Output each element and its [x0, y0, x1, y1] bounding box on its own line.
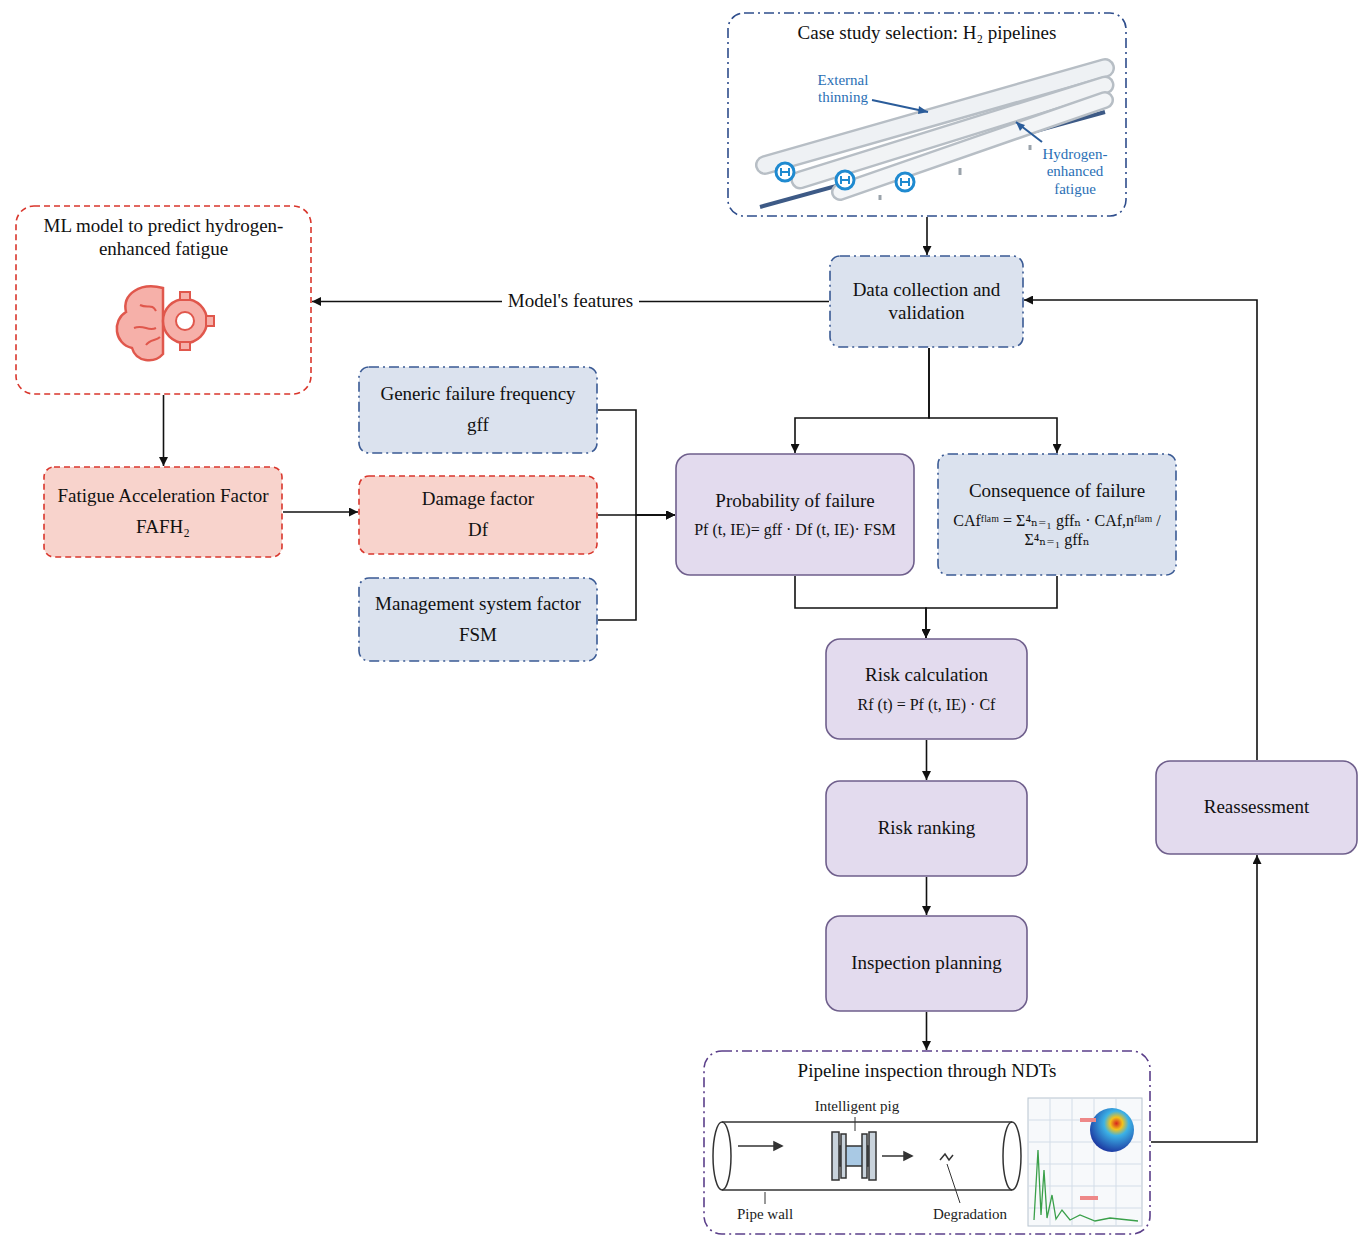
connector-arrow [795, 576, 926, 638]
box-title: Consequence of failure [969, 480, 1145, 503]
ml-model-box: ML model to predict hydrogen-enhanced fa… [15, 205, 312, 395]
box-detail: CAfᶠˡᵃᵐ = Σ⁴ₙ₌₁ gffₙ · CAf,nᶠˡᵃᵐ / Σ⁴ₙ₌₁… [949, 511, 1165, 549]
box-border [359, 476, 597, 554]
box-detail: Pf (t, IE)= gff · Df (t, IE)· FSM [694, 520, 896, 539]
box-title: Case study selection: H₂ pipelines [798, 22, 1057, 45]
box-detail: Rf (t) = Pf (t, IE) · Cf [858, 695, 996, 714]
box-title: Inspection planning [851, 952, 1001, 975]
box-border [938, 454, 1176, 575]
connector-arrow [163, 395, 165, 466]
box-outline [43, 466, 283, 558]
box-border [826, 639, 1027, 739]
box-detail: Df [468, 519, 488, 542]
connector-arrow [598, 410, 675, 515]
ndt-pig-illustration [713, 1117, 1021, 1204]
connector-arrow [926, 217, 928, 255]
box-border [359, 578, 597, 661]
ml-brain-icon [117, 286, 214, 360]
box-border [16, 206, 311, 394]
connector-arrow [926, 1012, 928, 1050]
edge-label: Model's features [502, 290, 639, 313]
formula-box: Risk calculation Rf (t) = Pf (t, IE) · Cf [825, 638, 1028, 740]
factor-box: Fatigue Acceleration FactorFAFH₂ [43, 466, 283, 558]
box-detail: gff [467, 414, 489, 437]
box-border [728, 13, 1126, 216]
box-border [826, 781, 1027, 876]
box-title: Risk ranking [878, 817, 976, 840]
formula-box: Consequence of failureCAfᶠˡᵃᵐ = Σ⁴ₙ₌₁ gf… [937, 453, 1177, 576]
part-label: External thinning [808, 72, 878, 107]
connector-arrow [926, 576, 1057, 638]
box-detail: FAFH₂ [136, 516, 190, 539]
input-box: Generic failure frequency gff [358, 366, 598, 454]
box-border [1156, 761, 1357, 854]
connector-arrow [926, 877, 928, 915]
ndt-signal-chart [1028, 1098, 1142, 1226]
part-label: Intelligent pig [812, 1098, 902, 1115]
process-box: Data collection and validation [829, 255, 1024, 348]
process-box: Inspection planning [825, 915, 1028, 1012]
box-title: Fatigue Acceleration Factor [57, 485, 268, 508]
box-title: Management system factor [375, 593, 581, 616]
connector-arrow [926, 740, 928, 780]
box-border [826, 916, 1027, 1011]
part-label: Degradation [925, 1206, 1015, 1223]
box-border [704, 1051, 1150, 1234]
box-outline [358, 366, 598, 454]
factor-box: Damage factorDf [358, 475, 598, 555]
process-box: Reassessment [1155, 760, 1358, 855]
input-box: Management system factorFSM [358, 577, 598, 662]
box-title: ML model to predict hydrogen-enhanced fa… [27, 215, 300, 261]
connector-arrow [283, 511, 358, 513]
part-label: Hydrogen-enhanced fatigue [1036, 146, 1114, 198]
box-title: Data collection and validation [841, 279, 1012, 325]
box-title: Generic failure frequency [380, 383, 575, 406]
part-label: Pipe wall [730, 1206, 800, 1223]
connector-arrow [929, 348, 1057, 453]
connector-arrow [1151, 855, 1257, 1142]
box-border [44, 467, 282, 557]
box-title: Probability of failure [715, 490, 874, 513]
box-title: Risk calculation [865, 664, 988, 687]
box-border [359, 367, 597, 453]
box-title: Reassessment [1204, 796, 1310, 819]
connector-arrow [795, 348, 929, 453]
formula-box: Probability of failure Pf (t, IE)= gff · … [675, 453, 915, 576]
process-box: Risk ranking [825, 780, 1028, 877]
box-title: Damage factor [422, 488, 534, 511]
box-outline [675, 453, 915, 576]
connector-arrow [598, 515, 675, 620]
box-outline [358, 475, 598, 555]
box-border [830, 256, 1023, 347]
pipeline-illustration [760, 68, 1105, 207]
box-detail: FSM [459, 624, 497, 647]
box-outline [358, 577, 598, 662]
box-title: Pipeline inspection through NDTs [798, 1060, 1057, 1083]
box-outline [825, 638, 1028, 740]
box-border [676, 454, 914, 575]
